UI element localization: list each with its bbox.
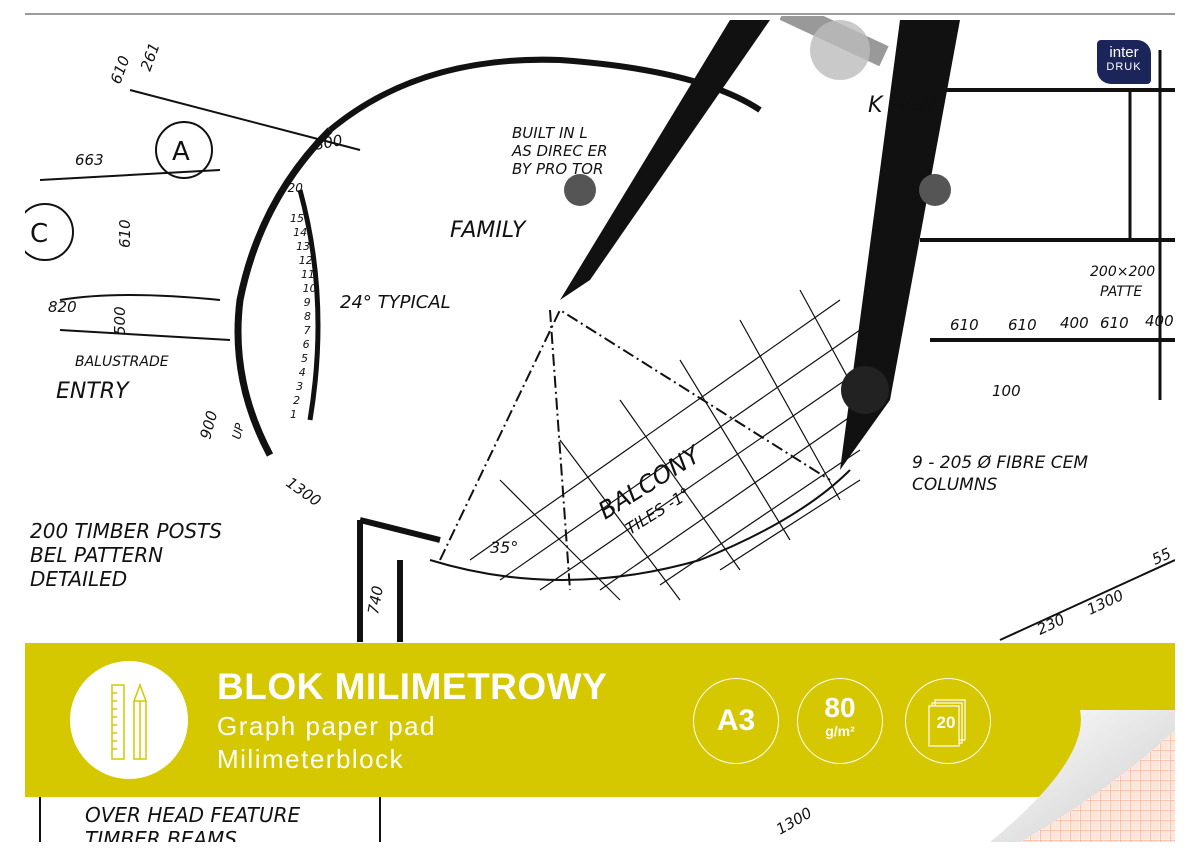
product-subtitle-en: Graph paper pad bbox=[217, 711, 437, 741]
dimension: 1300 bbox=[773, 804, 815, 839]
dimension: 610 bbox=[1100, 314, 1129, 332]
label-kitchen: K HEN bbox=[868, 93, 936, 118]
sheet-count-value: 20 bbox=[936, 713, 956, 732]
format-value: A3 bbox=[716, 704, 756, 737]
weight-value: 80 bbox=[824, 692, 856, 723]
dimension: 740 bbox=[364, 584, 387, 615]
dimension: 610 bbox=[116, 219, 134, 248]
angle-35: 35° bbox=[490, 538, 518, 557]
stair-step-number: 15 bbox=[290, 212, 304, 225]
stair-step-number: 13 bbox=[296, 240, 310, 253]
sheet-count-badge: 20 bbox=[905, 678, 991, 764]
logo-line-1: inter bbox=[1109, 44, 1139, 61]
dimension: 800 bbox=[313, 131, 344, 154]
stair-step-number: 11 bbox=[301, 268, 315, 281]
dimension: 261 bbox=[137, 40, 164, 73]
dimension: 820 bbox=[48, 298, 77, 316]
note-columns-1: 9 - 205 Ø FIBRE CEM bbox=[912, 453, 1088, 473]
section-marker-a: A bbox=[172, 137, 190, 167]
stair-step-number: 5 bbox=[301, 352, 308, 365]
stair-step-number: 3 bbox=[296, 380, 303, 393]
note-overhead-2: TIMBER BEAMS bbox=[85, 827, 237, 842]
interdruk-logo: inter DRUK bbox=[1097, 40, 1151, 84]
stair-step-number: 12 bbox=[299, 254, 313, 267]
note-columns-2: COLUMNS bbox=[912, 475, 998, 495]
note-as-directed: AS DIREC ER bbox=[511, 142, 608, 160]
dimension: 100 bbox=[992, 382, 1021, 400]
stair-step-number: 14 bbox=[293, 226, 307, 239]
dimension: 500 bbox=[111, 306, 129, 335]
note-posts-1: 200 TIMBER POSTS bbox=[30, 519, 222, 543]
stair-step-number: 2 bbox=[293, 394, 300, 407]
label-balustrade: BALUSTRADE bbox=[75, 354, 169, 370]
product-subtitle-de: Milimeterblock bbox=[217, 744, 405, 774]
dimension: 620 bbox=[280, 181, 303, 195]
note-posts-3: DETAILED bbox=[30, 567, 127, 591]
product-title: BLOK MILIMETROWY bbox=[217, 666, 608, 707]
label-family: FAMILY bbox=[450, 218, 527, 243]
architectural-blueprint: BUILT IN L AS DIREC ER BY PRO TOR FAMILY… bbox=[25, 16, 1175, 842]
dimension: 230 bbox=[1034, 610, 1068, 638]
note-tile-size: 200×200 bbox=[1090, 264, 1155, 280]
dimension: 900 bbox=[196, 409, 221, 441]
note-by-projector: BY PRO TOR bbox=[512, 160, 603, 178]
dimension: UP bbox=[229, 421, 247, 441]
section-marker-c: C bbox=[30, 219, 48, 249]
sheets-stack-icon bbox=[928, 699, 966, 747]
stair-step-number: 8 bbox=[304, 310, 311, 323]
stair-step-number: 1 bbox=[290, 408, 297, 421]
page-curl-graph-paper bbox=[990, 710, 1175, 842]
note-overhead-1: OVER HEAD FEATURE bbox=[85, 803, 301, 827]
weight-badge: 80 g/m² bbox=[797, 678, 883, 764]
dimension: 610 bbox=[1008, 316, 1037, 334]
dimension: 1300 bbox=[283, 474, 325, 511]
logo-line-2: DRUK bbox=[1106, 61, 1142, 73]
note-pattern: PATTE bbox=[1100, 284, 1142, 300]
dimension: 663 bbox=[75, 151, 104, 169]
dimension: 400 bbox=[1060, 314, 1089, 332]
dimension: 610 bbox=[950, 316, 979, 334]
top-edge-line bbox=[25, 13, 1175, 15]
dimension: 610 bbox=[107, 53, 134, 86]
label-entry: ENTRY bbox=[56, 379, 130, 404]
stair-step-number: 10 bbox=[303, 282, 317, 295]
dimension: 400 bbox=[1145, 312, 1174, 330]
note-built-in: BUILT IN L bbox=[512, 124, 588, 142]
stair-step-number: 9 bbox=[304, 296, 311, 309]
stair-step-number: 7 bbox=[304, 324, 311, 337]
stair-step-number: 6 bbox=[303, 338, 310, 351]
label-typical: 24° TYPICAL bbox=[340, 292, 451, 313]
stair-step-number: 4 bbox=[299, 366, 306, 379]
weight-unit: g/m² bbox=[825, 723, 855, 739]
format-badge: A3 bbox=[693, 678, 779, 764]
ruler-pencil-icon bbox=[70, 661, 188, 779]
dimension: 55 bbox=[1149, 544, 1174, 568]
note-posts-2: BEL PATTERN bbox=[30, 543, 163, 567]
